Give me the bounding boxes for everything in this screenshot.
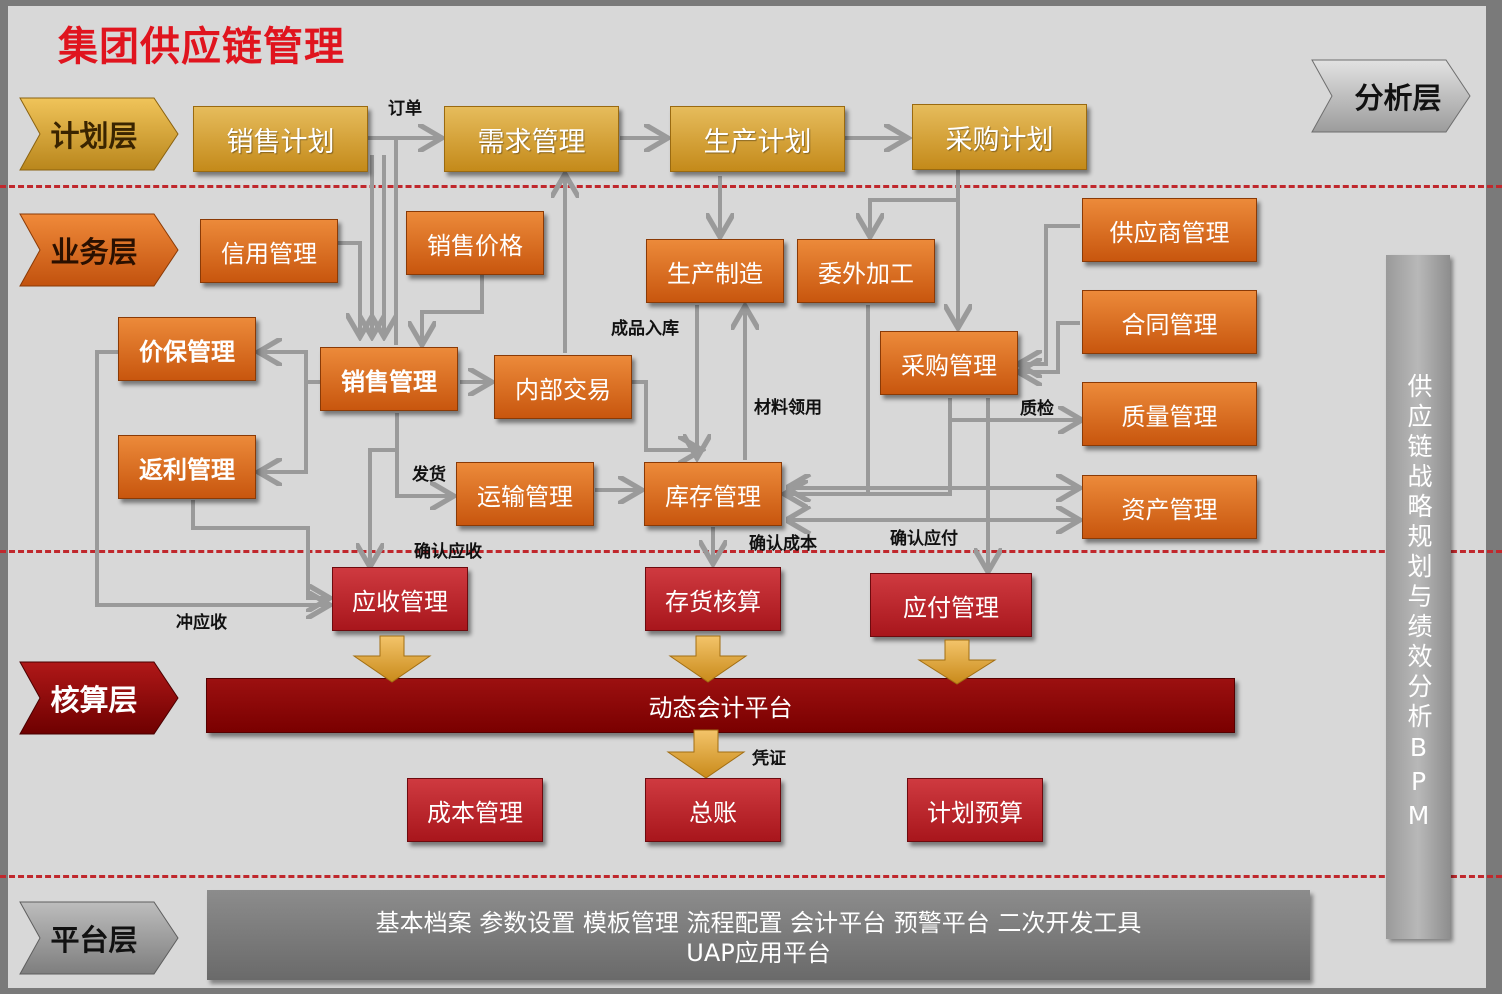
divider-plan-business — [0, 185, 1502, 188]
layer-plan: 计划层 — [18, 96, 180, 172]
layer-accounting: 核算层 — [18, 660, 180, 736]
box-internal-trade: 内部交易 — [494, 355, 632, 419]
box-demand-mgmt: 需求管理 — [444, 106, 619, 172]
bpm-label: 供应链战略规划与绩效分析BPM — [1404, 373, 1433, 835]
box-quality-mgmt: 质量管理 — [1082, 382, 1257, 446]
box-transport-mgmt: 运输管理 — [456, 462, 594, 526]
layer-platform-label: 平台层 — [50, 923, 138, 957]
layer-business: 业务层 — [18, 212, 180, 288]
connector-priceprotect-receivable — [95, 350, 328, 605]
box-cost-mgmt: 成本管理 — [407, 778, 543, 842]
box-inventory-mgmt: 库存管理 — [644, 462, 782, 526]
box-sales-price: 销售价格 — [406, 211, 544, 275]
label-voucher: 凭证 — [752, 749, 786, 769]
box-sales-mgmt: 销售管理 — [320, 347, 458, 411]
platform-line-1: 基本档案 参数设置 模板管理 流程配置 会计平台 预警平台 二次开发工具 — [375, 909, 1142, 937]
box-contract-mgmt: 合同管理 — [1082, 290, 1257, 354]
box-budget-plan: 计划预算 — [907, 778, 1043, 842]
box-sales-plan: 销售计划 — [193, 106, 368, 172]
layer-analysis-label: 分析层 — [1354, 81, 1442, 115]
layer-business-label: 业务层 — [50, 235, 138, 269]
platform-line-2: UAP应用平台 — [686, 939, 831, 967]
layer-plan-label: 计划层 — [50, 119, 138, 153]
accounting-platform-bar: 动态会计平台 — [206, 678, 1235, 733]
layer-accounting-label: 核算层 — [50, 683, 138, 717]
connector-internal-inventory — [632, 380, 700, 450]
label-order: 订单 — [388, 99, 422, 119]
box-production-plan: 生产计划 — [670, 106, 845, 172]
box-general-ledger: 总账 — [645, 778, 781, 842]
connector-salesmgmt-receivable — [370, 448, 397, 565]
box-price-protect: 价保管理 — [118, 317, 256, 381]
down-arrow-stock — [668, 635, 748, 683]
label-confirm-payable: 确认应付 — [890, 529, 958, 549]
box-rebate-mgmt: 返利管理 — [118, 435, 256, 499]
connector-contract-purmgmt — [1020, 321, 1080, 372]
connector-salesmgmt-rebate — [260, 382, 308, 472]
label-confirm-receivable: 确认应收 — [414, 542, 482, 562]
connector-credit-salesmgmt — [338, 241, 360, 335]
label-ship: 发货 — [412, 465, 446, 485]
page-title: 集团供应链管理 — [58, 24, 345, 70]
label-material-issue: 材料领用 — [754, 398, 822, 418]
connector-rebate-receivable — [191, 500, 328, 598]
down-arrow-voucher — [666, 729, 746, 779]
box-purchase-mgmt: 采购管理 — [880, 331, 1018, 395]
platform-bar: 基本档案 参数设置 模板管理 流程配置 会计平台 预警平台 二次开发工具 UAP… — [207, 890, 1310, 980]
connector-purplan-outsourcing — [870, 170, 960, 235]
label-confirm-cost: 确认成本 — [749, 534, 817, 554]
divider-accounting-platform — [0, 875, 1502, 878]
box-payable-mgmt: 应付管理 — [870, 573, 1032, 637]
layer-analysis: 分析层 — [1310, 58, 1472, 134]
box-manufacturing: 生产制造 — [646, 239, 784, 303]
connector-salesmgmt-transport — [395, 413, 452, 496]
connector-salesmgmt-priceprotect — [260, 352, 320, 384]
label-offset-receivable: 冲应收 — [176, 613, 227, 633]
box-outsourcing: 委外加工 — [797, 239, 935, 303]
label-quality-check: 质检 — [1020, 399, 1054, 419]
down-arrow-receivable — [352, 635, 432, 683]
bpm-column: 供应链战略规划与绩效分析BPM — [1386, 255, 1450, 939]
box-asset-mgmt: 资产管理 — [1082, 475, 1257, 539]
box-supplier-mgmt: 供应商管理 — [1082, 198, 1257, 262]
divider-business-accounting — [0, 550, 1502, 553]
label-finished-goods: 成品入库 — [611, 319, 679, 339]
down-arrow-payable — [917, 639, 997, 685]
box-credit-mgmt: 信用管理 — [200, 219, 338, 283]
box-receivable-mgmt: 应收管理 — [332, 567, 468, 631]
box-stock-accounting: 存货核算 — [645, 567, 781, 631]
layer-platform: 平台层 — [18, 900, 180, 976]
connector-price-salesmgmt — [422, 275, 484, 343]
box-purchase-plan: 采购计划 — [912, 104, 1087, 170]
